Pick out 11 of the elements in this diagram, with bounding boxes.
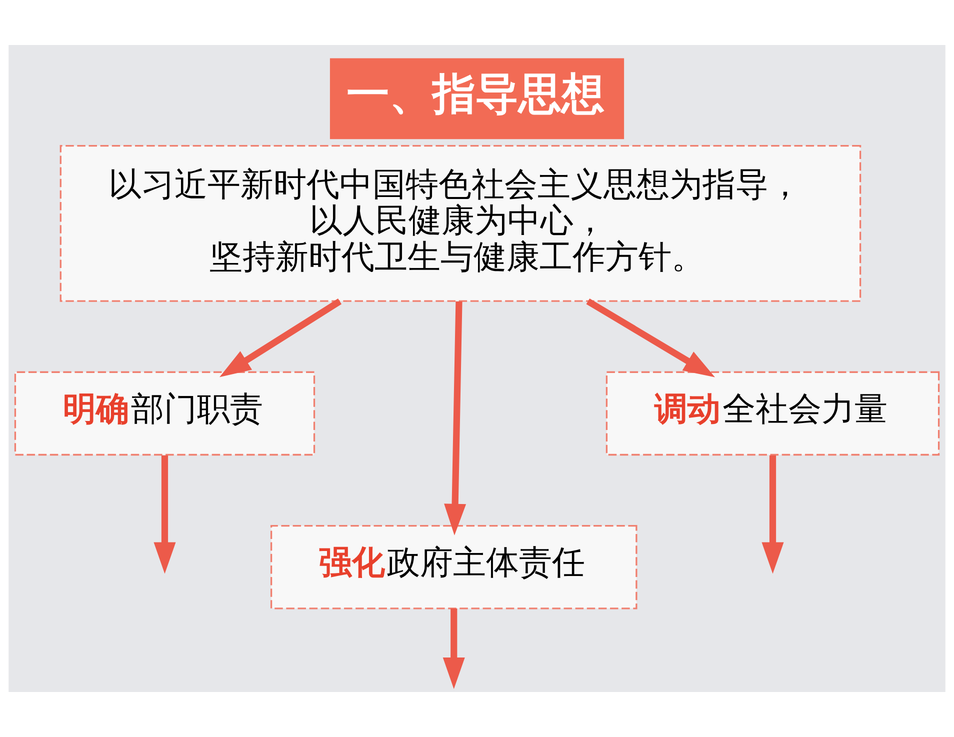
node-box: 以习近平新时代中国特色社会主义思想为指导，以人民健康为中心，坚持新时代卫生与健康工作方针。 [60,144,862,302]
arrow [442,608,465,689]
node-box: 调动全社会力量 [606,371,940,456]
arrow [586,298,715,378]
arrow [154,455,176,574]
arrow [220,298,342,378]
diagram-title: 一、指导思想 [346,69,604,120]
arrow [762,455,784,574]
node-box: 强化政府主体责任 [270,524,638,610]
node-box: 明确部门职责 [14,371,316,456]
arrow [444,301,466,536]
